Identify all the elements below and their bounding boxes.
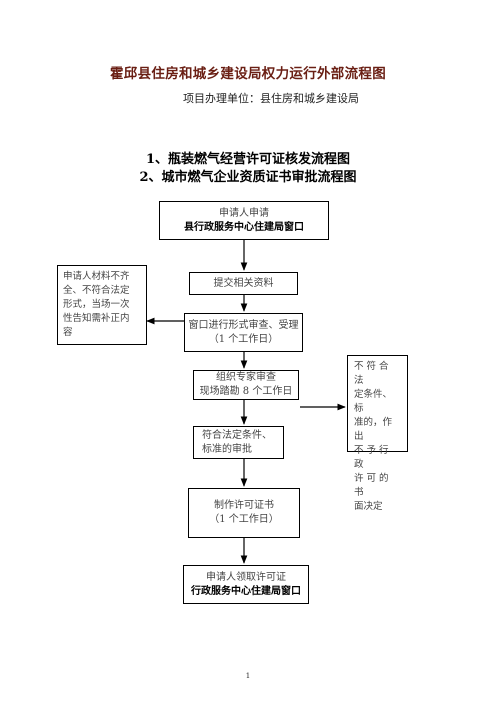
reject-line: 不 予 行 政 bbox=[354, 445, 389, 470]
review-line2: （1 个工作日） bbox=[208, 333, 279, 345]
submit-box: 提交相关资料 bbox=[189, 272, 298, 295]
make-certificate-box: 制作许可证书 （1 个工作日） bbox=[188, 488, 300, 538]
incomplete-line: 申请人材料不齐 bbox=[63, 271, 130, 282]
incomplete-line: 容 bbox=[63, 327, 73, 338]
incomplete-line: 形式，当场一次 bbox=[63, 299, 130, 310]
apply-line1: 申请人申请 bbox=[219, 207, 269, 219]
approve-line1: 符合法定条件、 bbox=[202, 429, 272, 441]
make-line1: 制作许可证书 bbox=[214, 500, 274, 511]
review-line1: 窗口进行形式审查、受理 bbox=[188, 319, 299, 331]
page-title: 霍邱县住房和城乡建设局权力运行外部流程图 bbox=[110, 66, 386, 82]
collect-line2: 行政服务中心住建局窗口 bbox=[191, 585, 301, 597]
collect-certificate-box: 申请人领取许可证 行政服务中心住建局窗口 bbox=[183, 565, 309, 604]
review-box: 窗口进行形式审查、受理 （1 个工作日） bbox=[184, 313, 303, 352]
section-heading-2: 2、城市燃气企业资质证书审批流程图 bbox=[139, 170, 357, 185]
apply-line2: 县行政服务中心住建局窗口 bbox=[184, 221, 304, 233]
reject-line: 定条件、标 bbox=[354, 389, 393, 414]
page-number: 1 bbox=[245, 672, 251, 680]
collect-line1: 申请人领取许可证 bbox=[206, 571, 286, 583]
expert-review-box: 组织专家审查 现场踏勘 8 个工作日 bbox=[193, 370, 299, 400]
submit-label: 提交相关资料 bbox=[213, 277, 274, 289]
reject-line: 许 可 的 书 bbox=[354, 473, 389, 498]
incomplete-line: 全、不符合法定 bbox=[63, 285, 130, 296]
apply-box: 申请人申请 县行政服务中心住建局窗口 bbox=[159, 201, 329, 240]
make-line2: （1 个工作日） bbox=[209, 514, 279, 525]
incomplete-line: 性告知需补正内 bbox=[63, 313, 130, 324]
page-subtitle: 项目办理单位：县住房和城乡建设局 bbox=[183, 92, 359, 105]
approve-line2: 标准的审批 bbox=[202, 443, 252, 455]
expert-line1: 组织专家审查 bbox=[216, 372, 276, 383]
approval-box: 符合法定条件、 标准的审批 bbox=[193, 426, 284, 459]
reject-line: 面决定 bbox=[354, 501, 383, 512]
reject-line: 准的，作出 bbox=[354, 417, 393, 442]
expert-line2: 现场踏勘 8 个工作日 bbox=[199, 386, 293, 397]
section-heading-1: 1、瓶装燃气经营许可证核发流程图 bbox=[145, 152, 351, 167]
incomplete-notice-box: 申请人材料不齐 全、不符合法定 形式，当场一次 性告知需补正内 容 bbox=[57, 265, 147, 345]
reject-line: 不 符 合 法 bbox=[354, 361, 389, 386]
rejection-decision-box: 不 符 合 法 定条件、标 准的，作出 不 予 行 政 许 可 的 书 面决定 bbox=[347, 355, 408, 512]
